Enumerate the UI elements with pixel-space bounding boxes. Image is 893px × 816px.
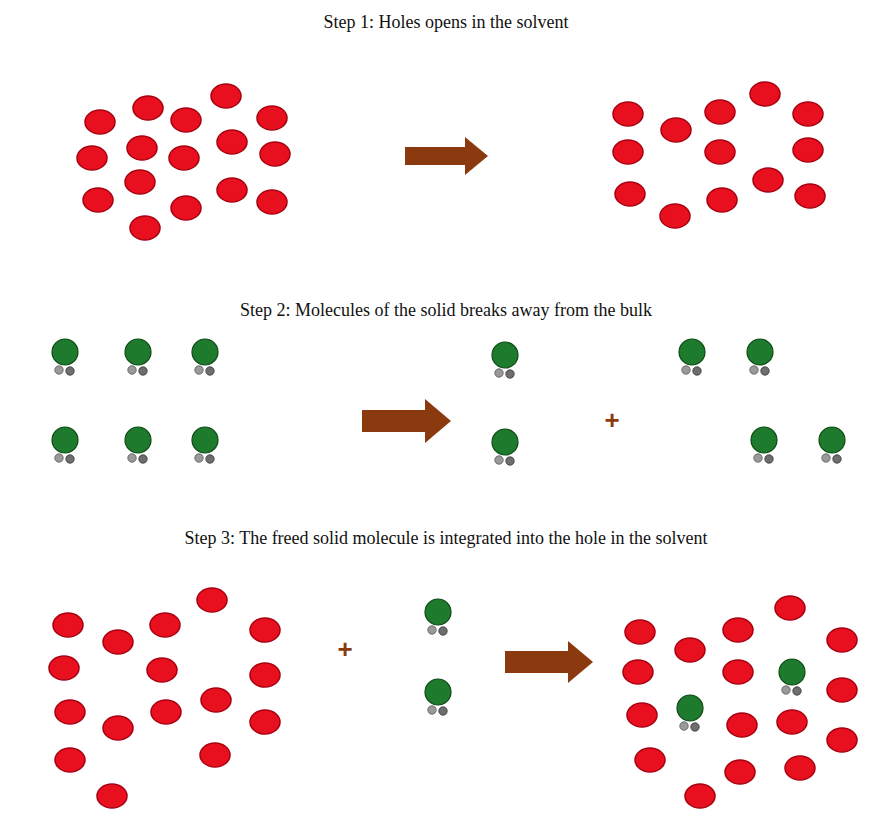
reaction-arrow	[405, 137, 488, 175]
freed-molecules	[425, 599, 451, 715]
freed-molecules	[492, 342, 518, 465]
plus-sign: +	[337, 634, 352, 665]
solvent-with-hole	[613, 82, 825, 228]
reaction-arrow	[362, 399, 451, 443]
remaining-bulk	[679, 339, 845, 463]
plus-sign: +	[604, 405, 619, 436]
solvent-cluster	[77, 84, 290, 240]
step-heading: Step 1: Holes opens in the solvent	[324, 12, 569, 34]
step-heading: Step 3: The freed solid molecule is inte…	[184, 528, 707, 550]
solution-cluster	[623, 596, 857, 808]
reaction-arrow	[505, 641, 593, 683]
solid-bulk	[52, 339, 218, 463]
solvent-with-hole	[49, 588, 280, 808]
step-heading: Step 2: Molecules of the solid breaks aw…	[240, 300, 652, 322]
